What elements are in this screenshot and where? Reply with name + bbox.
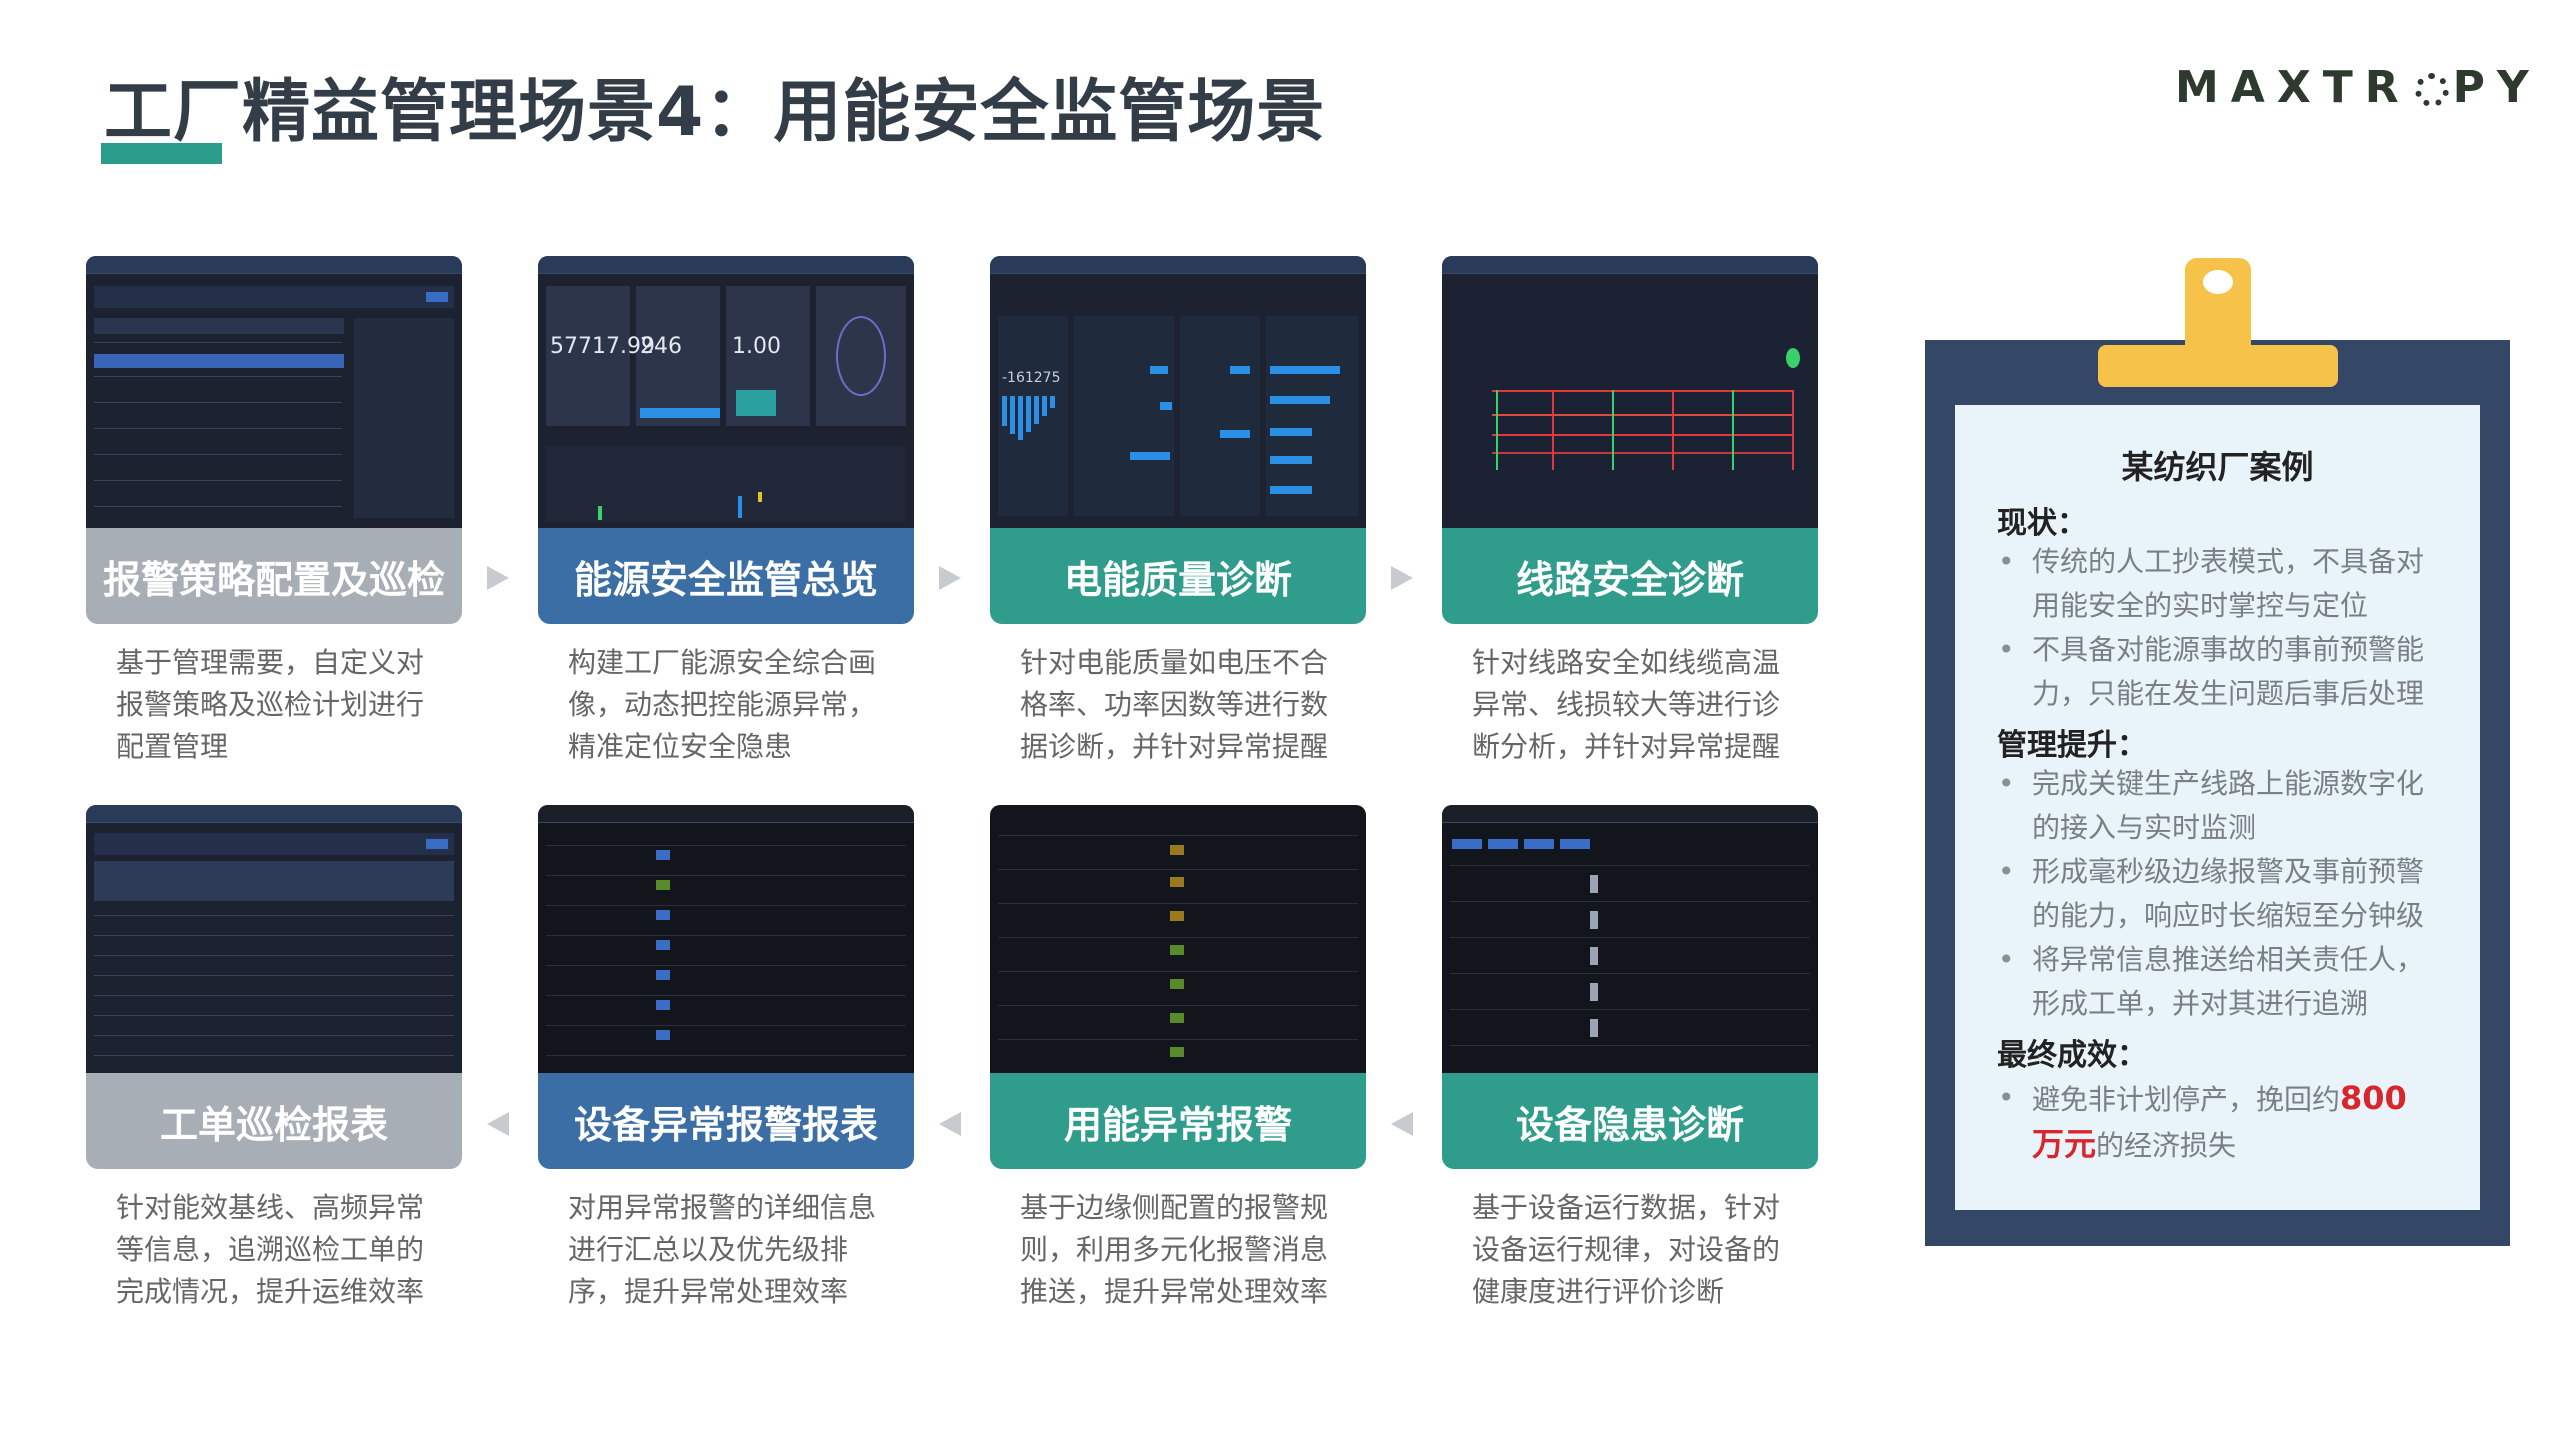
card-label: 工单巡检报表: [86, 1073, 462, 1169]
screenshot-energy-alarm: [990, 805, 1366, 1073]
power-value: -161275: [1002, 370, 1061, 386]
screenshot-power-quality: -161275: [990, 256, 1366, 528]
case-title: 某纺织厂案例: [2121, 448, 2314, 486]
screenshot-device-alarm-report: [538, 805, 914, 1073]
screenshot-work-order-report: [86, 805, 462, 1073]
card-description: 构建工厂能源安全综合画像，动态把控能源异常，精准定位安全隐患: [568, 646, 877, 763]
status-item: 传统的人工抄表模式，不具备对用能安全的实时掌控与定位: [1998, 540, 2438, 628]
improve-item: 完成关键生产线路上能源数字化的接入与实时监测: [1998, 762, 2438, 850]
clipboard-clip-hole: [2203, 270, 2233, 294]
screenshot-alarm-strategy: [86, 256, 462, 528]
card-description: 针对线路安全如线缆高温异常、线损较大等进行诊断分析，并针对异常提醒: [1472, 646, 1781, 763]
card-label: 能源安全监管总览: [538, 528, 914, 624]
arrow-right-icon: [1391, 566, 1413, 590]
card-label: 线路安全诊断: [1442, 528, 1818, 624]
result-heading: 最终成效：: [1997, 1038, 2147, 1073]
arrow-right-icon: [487, 566, 509, 590]
screenshot-energy-overview: 57717.99 246 1.00: [538, 256, 914, 528]
title-underline: [101, 143, 222, 164]
card-label: 电能质量诊断: [990, 528, 1366, 624]
page-title: 工厂精益管理场景4：用能安全监管场景: [104, 73, 1326, 152]
card-label: 设备异常报警报表: [538, 1073, 914, 1169]
screenshot-line-safety: [1442, 256, 1818, 528]
card-description: 基于边缘侧配置的报警规则，利用多元化报警消息推送，提升异常处理效率: [1020, 1191, 1329, 1308]
arrow-left-icon: [939, 1112, 961, 1136]
overview-value-2: 246: [640, 334, 682, 359]
arrow-right-icon: [939, 566, 961, 590]
card-description: 针对电能质量如电压不合格率、功率因数等进行数据诊断，并针对异常提醒: [1020, 646, 1329, 763]
result-item: 避免非计划停产，挽回约800万元的经济损失: [1998, 1076, 2438, 1168]
status-item: 不具备对能源事故的事前预警能力，只能在发生问题后事后处理: [1998, 628, 2438, 716]
result-prefix: 避免非计划停产，挽回约: [2032, 1083, 2341, 1116]
card-description: 基于管理需要，自定义对报警策略及巡检计划进行配置管理: [116, 646, 425, 763]
arrow-left-icon: [1391, 1112, 1413, 1136]
card-description: 基于设备运行数据，针对设备运行规律，对设备的健康度进行评价诊断: [1472, 1191, 1781, 1308]
result-suffix: 的经济损失: [2096, 1129, 2237, 1162]
card-label: 用能异常报警: [990, 1073, 1366, 1169]
result-highlight: 800万元: [2032, 1079, 2407, 1163]
card-description: 针对能效基线、高频异常等信息，追溯巡检工单的完成情况，提升运维效率: [116, 1191, 425, 1308]
screenshot-device-hazard: [1442, 805, 1818, 1073]
improve-item: 将异常信息推送给相关责任人，形成工单，并对其进行追溯: [1998, 938, 2438, 1026]
arrow-left-icon: [487, 1112, 509, 1136]
card-label: 报警策略配置及巡检: [86, 528, 462, 624]
card-label: 设备隐患诊断: [1442, 1073, 1818, 1169]
clipboard-clip-base: [2098, 345, 2338, 387]
improve-heading: 管理提升：: [1997, 728, 2147, 763]
status-heading: 现状：: [1997, 506, 2087, 541]
card-description: 对用异常报警的详细信息进行汇总以及优先级排序，提升异常处理效率: [568, 1191, 877, 1308]
overview-value-1: 57717.99: [550, 334, 655, 359]
overview-value-3: 1.00: [732, 334, 781, 359]
improve-item: 形成毫秒级边缘报警及事前预警的能力，响应时长缩短至分钟级: [1998, 850, 2438, 938]
